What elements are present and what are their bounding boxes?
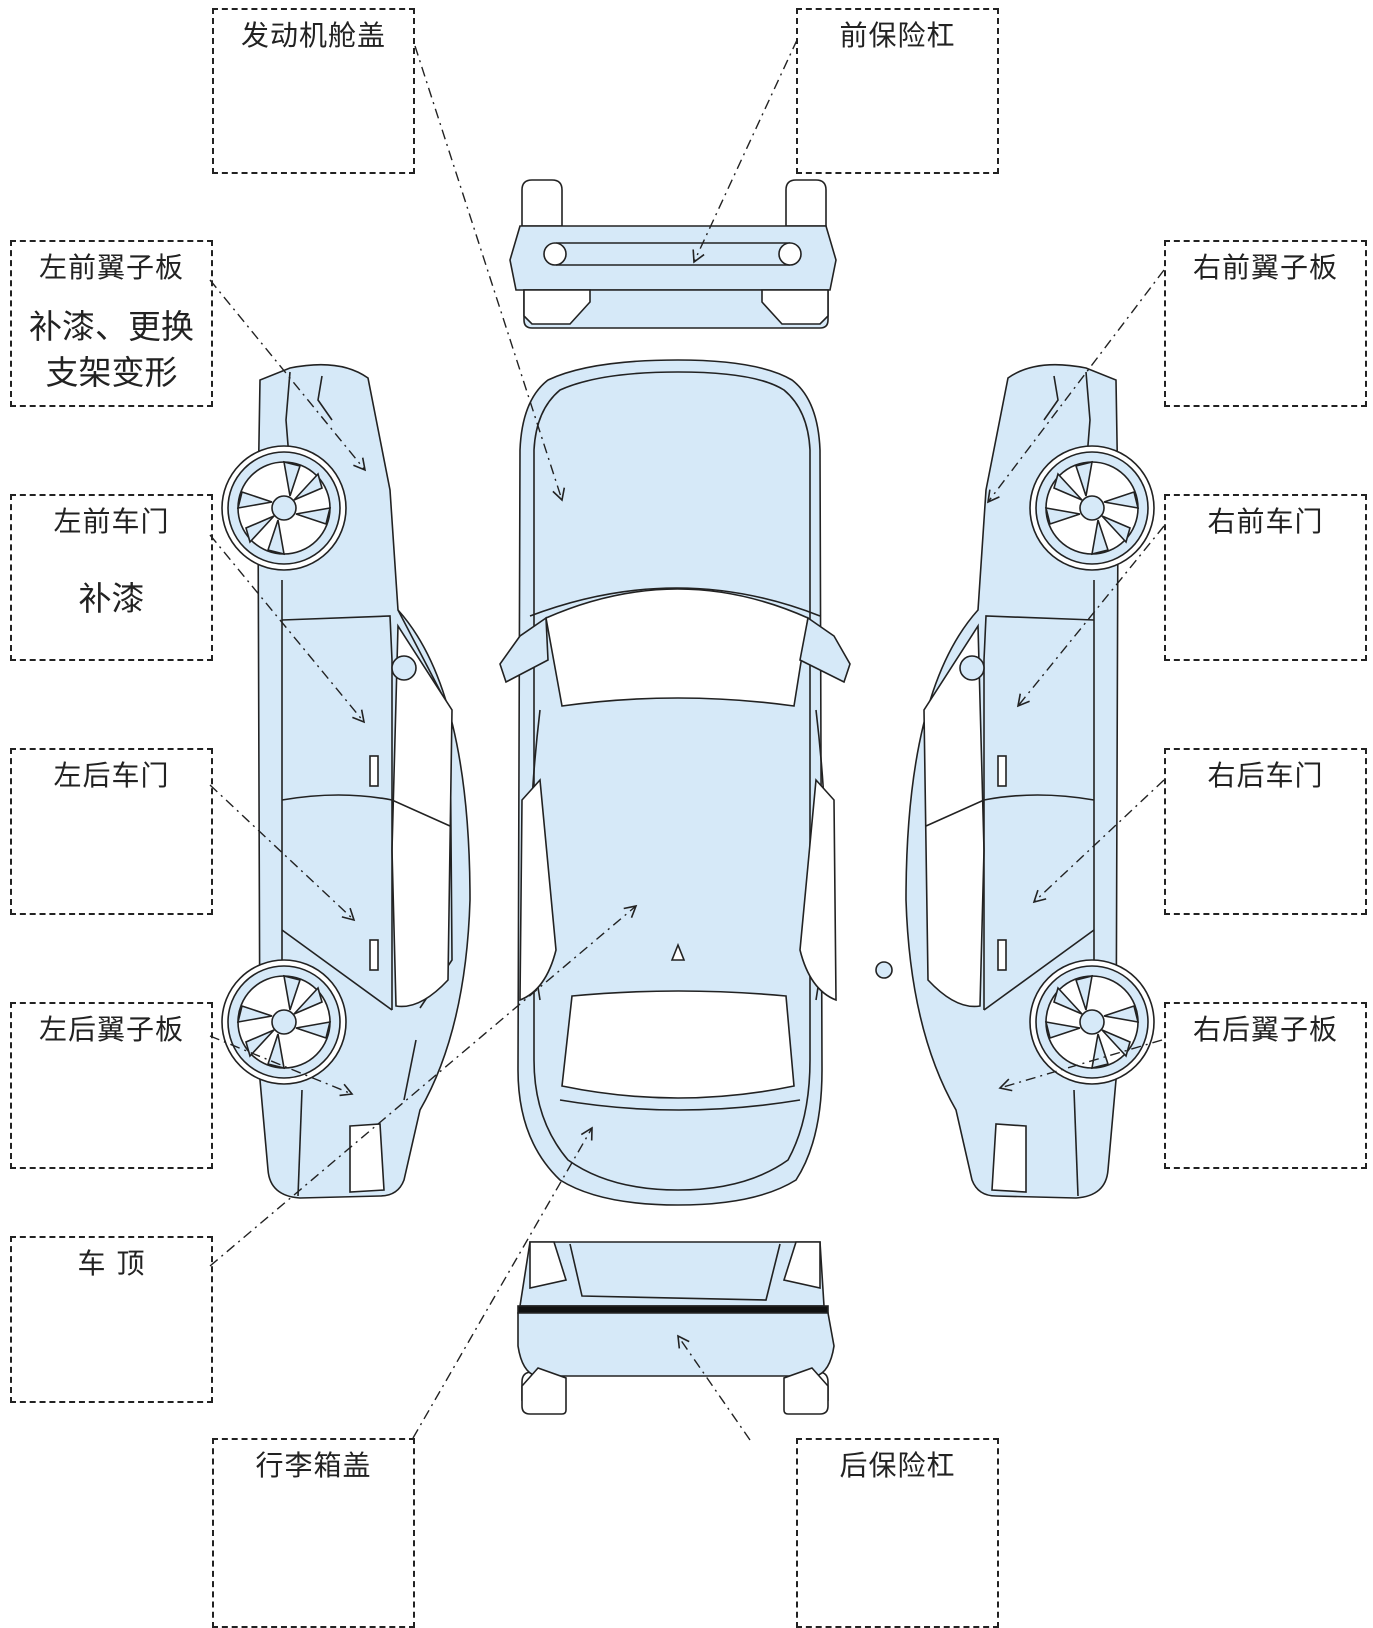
panel-roof-box[interactable]: 车 顶 [10,1236,213,1403]
panel-left-front-door-note: 补漆 [78,579,145,618]
panel-left-rear-fender-box[interactable]: 左后翼子板 [10,1002,213,1169]
panel-left-front-door-title: 左前车门 [53,505,170,538]
panel-right-rear-fender-title: 右后翼子板 [1192,1013,1338,1046]
panel-right-rear-door-title: 右后车门 [1207,759,1324,792]
panel-left-rear-door-title: 左后车门 [53,759,170,792]
left-front-wheel [221,445,347,571]
panel-right-rear-door-box[interactable]: 右后车门 [1164,748,1367,915]
leader-left-rear-fender [209,1035,354,1097]
panel-front-bumper-box[interactable]: 前保险杠 [796,8,999,174]
panel-front-bumper-title: 前保险杠 [839,19,956,52]
panel-right-front-fender-title: 右前翼子板 [1192,251,1338,284]
panel-left-front-door-box[interactable]: 左前车门 补漆 [10,494,213,661]
panel-roof-title: 车 顶 [77,1247,146,1280]
right-rear-wheel [1029,959,1155,1085]
leader-right-rear-fender [998,1039,1163,1092]
panel-left-front-fender-title: 左前翼子板 [38,251,184,284]
panel-left-rear-door-box[interactable]: 左后车门 [10,748,213,915]
top-view-car [499,359,851,1206]
panel-left-front-fender-note: 补漆、更换 支架变形 [29,307,194,392]
panel-hood-box[interactable]: 发动机舱盖 [212,8,415,174]
panel-right-front-fender-box[interactable]: 右前翼子板 [1164,240,1367,407]
panel-trunk-lid-box[interactable]: 行李箱盖 [212,1438,415,1628]
leader-left-front-fender [209,279,367,472]
leader-right-front-fender [986,269,1165,504]
leader-left-front-door [209,534,366,724]
rear-view-car [517,1241,835,1415]
panel-left-rear-fender-title: 左后翼子板 [38,1013,184,1046]
leader-right-rear-door [1032,779,1165,904]
leader-lines [209,39,1165,1441]
leader-roof [209,904,638,1267]
leader-front-bumper [692,39,798,264]
leader-trunk-lid [412,1126,593,1439]
panel-right-front-door-box[interactable]: 右前车门 [1164,494,1367,661]
panel-right-front-door-title: 右前车门 [1207,505,1324,538]
leader-right-front-door [1016,525,1165,708]
panel-right-rear-fender-box[interactable]: 右后翼子板 [1164,1002,1367,1169]
panel-left-front-fender-box[interactable]: 左前翼子板 补漆、更换 支架变形 [10,240,213,407]
leader-hood [414,45,566,502]
panel-trunk-lid-title: 行李箱盖 [255,1449,372,1482]
panel-rear-bumper-title: 后保险杠 [839,1449,956,1482]
front-view-car [509,179,837,329]
left-rear-wheel [221,959,347,1085]
panel-hood-title: 发动机舱盖 [240,19,386,52]
right-front-wheel [1029,445,1155,571]
panel-rear-bumper-box[interactable]: 后保险杠 [796,1438,999,1628]
